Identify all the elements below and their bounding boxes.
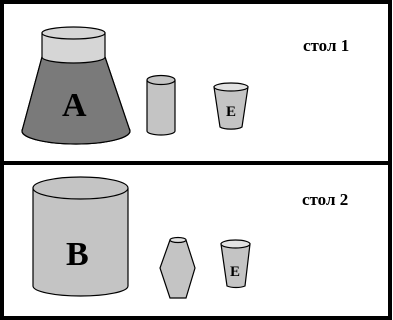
object-small-cylinder: [146, 74, 176, 136]
object-e-cup-2: E: [220, 239, 251, 289]
object-a-letter: A: [62, 87, 87, 124]
panel-1-label: стол 1: [303, 36, 349, 55]
object-a: A: [21, 26, 131, 145]
object-b-letter: B: [66, 236, 89, 273]
object-a-rim-band: [41, 32, 106, 64]
panel-2: стол 2 B E: [32, 176, 348, 299]
object-hexagonal-vase: [159, 236, 196, 299]
object-e-letter-1: E: [226, 104, 236, 120]
object-a-top: [41, 26, 106, 40]
panel-1: стол 1 A E: [21, 26, 349, 145]
panel-2-label: стол 2: [302, 190, 348, 209]
object-e-letter-2: E: [230, 264, 240, 280]
object-b: B: [32, 176, 129, 297]
object-e-cup-1: E: [213, 82, 249, 130]
